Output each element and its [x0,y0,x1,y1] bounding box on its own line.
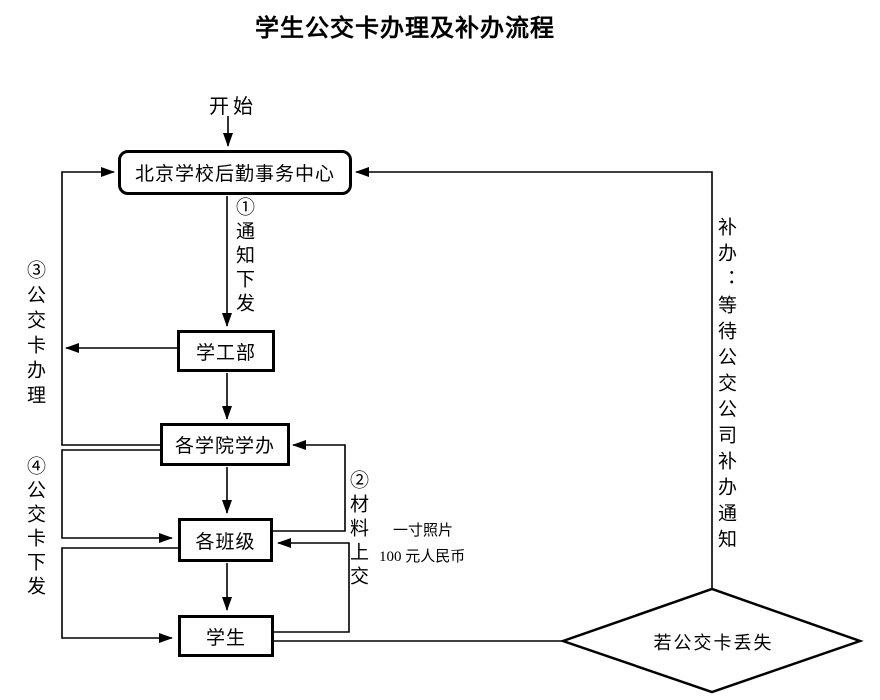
decision-lost-card-label: 若公交卡丢失 [653,633,774,653]
node-student-label: 学生 [205,627,246,649]
node-logistics-center: 北京学校后勤事务中心 [118,150,352,195]
node-college-office-label: 各学院学办 [174,436,275,457]
edge-step3-card-processing [61,167,160,446]
flowchart-title: 学生公交卡办理及补办流程 [255,16,555,42]
edge-label-step1-notice: ①通知下发 [233,197,254,317]
edge-label-reissue-note: 补办：等待公交公司补办通知 [715,217,736,555]
edge-step2-classes-to-college [273,440,346,532]
node-student: 学生 [178,615,274,657]
node-classes: 各班级 [178,518,273,562]
node-student-affairs-dept: 学工部 [177,330,275,372]
node-classes-label: 各班级 [195,531,256,553]
node-student-affairs-dept-label: 学工部 [195,342,256,364]
edge-step4-classes-to-student [61,547,178,643]
edge-label-step3-card-processing: ③公交卡办理 [24,260,45,410]
materials-note-fee: 100 元人民币 [379,549,466,565]
edge-label-step4-card-distribution: ④公交卡下发 [24,456,45,600]
start-label: 开始 [209,96,257,118]
materials-note: 一寸照片 100 元人民币 [379,518,465,570]
edge-reissue-to-center [355,167,713,589]
edge-label-step2-materials: ②材料上交 [347,470,368,590]
node-college-office: 各学院学办 [160,423,290,466]
materials-note-photo: 一寸照片 [393,523,454,539]
node-logistics-center-label: 北京学校后勤事务中心 [134,164,335,185]
edge-step4-college-to-classes [61,449,173,543]
decision-diamond-shape [559,587,864,694]
edge-step2-student-to-classes [274,538,350,633]
